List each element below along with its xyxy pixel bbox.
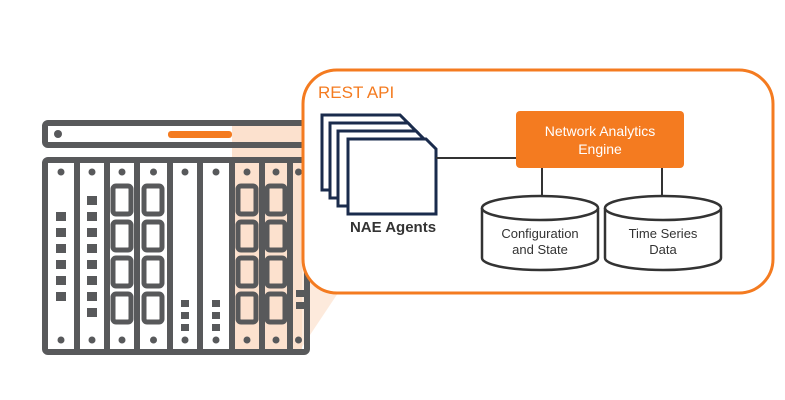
slot-port-block — [264, 183, 288, 217]
store-timeseries-line2: Data — [649, 242, 677, 257]
slot-screw — [57, 336, 65, 344]
slot-port — [181, 300, 189, 307]
nae-agents-label: NAE Agents — [350, 219, 436, 236]
slot-port-block — [110, 255, 134, 289]
connector-lines — [436, 157, 663, 196]
slot-screw — [118, 336, 126, 344]
slot-screw — [118, 168, 126, 176]
rest-api-title: REST API — [318, 83, 394, 102]
slot-screw — [88, 336, 96, 344]
slot-screw — [88, 168, 96, 176]
slot-screw — [295, 336, 302, 344]
slot-port — [56, 244, 66, 253]
slot-port-block — [235, 291, 259, 325]
engine-label-line1: Network Analytics — [545, 123, 655, 139]
slot-port-block — [110, 291, 134, 325]
slot-port — [56, 260, 66, 269]
slot-port — [56, 228, 66, 237]
slot-port-block — [141, 219, 165, 253]
slot-port — [87, 244, 97, 253]
store-config-line1: Configuration — [501, 226, 578, 241]
slot-port — [56, 276, 66, 285]
slot-port — [212, 300, 220, 307]
slot-screw — [243, 336, 251, 344]
slot-port — [87, 308, 97, 317]
engine-label-line2: Engine — [578, 141, 622, 157]
slot-port — [87, 212, 97, 221]
chassis-slot-details — [56, 168, 304, 344]
chassis-status-led — [168, 131, 232, 138]
network-switch-chassis-icon — [42, 120, 310, 355]
slot-port — [87, 196, 97, 205]
slot-port — [87, 276, 97, 285]
slot-screw — [181, 168, 189, 176]
slot-screw — [243, 168, 251, 176]
slot-port-block — [141, 255, 165, 289]
store-timeseries-line1: Time Series — [629, 226, 698, 241]
slot-port — [87, 260, 97, 269]
slot-port-block — [235, 183, 259, 217]
slot-port-block — [110, 219, 134, 253]
slot-screw — [181, 336, 189, 344]
slot-screw — [272, 168, 280, 176]
chassis-screw — [54, 130, 62, 138]
slot-screw — [150, 336, 157, 344]
slot-port — [87, 228, 97, 237]
slot-port-block — [110, 183, 134, 217]
slot-port-block — [141, 183, 165, 217]
slot-port-block — [141, 291, 165, 325]
slot-screw — [212, 168, 220, 176]
slot-port — [296, 290, 304, 297]
slot-port-block — [235, 255, 259, 289]
slot-port — [181, 324, 189, 331]
database-cylinder-icon — [480, 194, 600, 272]
slot-port — [212, 324, 220, 331]
slot-screw — [57, 168, 65, 176]
slot-port — [56, 212, 66, 221]
slot-screw — [150, 168, 157, 176]
slot-port-block — [264, 219, 288, 253]
slot-port — [212, 312, 220, 319]
slot-port — [87, 292, 97, 301]
agent-documents-icon — [320, 113, 438, 216]
slot-port — [296, 302, 304, 309]
slot-screw — [295, 168, 302, 176]
database-cylinder-icon — [603, 194, 723, 272]
slot-screw — [212, 336, 220, 344]
slot-port — [56, 292, 66, 301]
slot-port-block — [264, 255, 288, 289]
network-analytics-engine-box — [516, 111, 684, 168]
slot-port-block — [264, 291, 288, 325]
slot-screw — [272, 336, 280, 344]
store-config-line2: and State — [512, 242, 568, 257]
slot-port — [181, 312, 189, 319]
slot-port-block — [235, 219, 259, 253]
